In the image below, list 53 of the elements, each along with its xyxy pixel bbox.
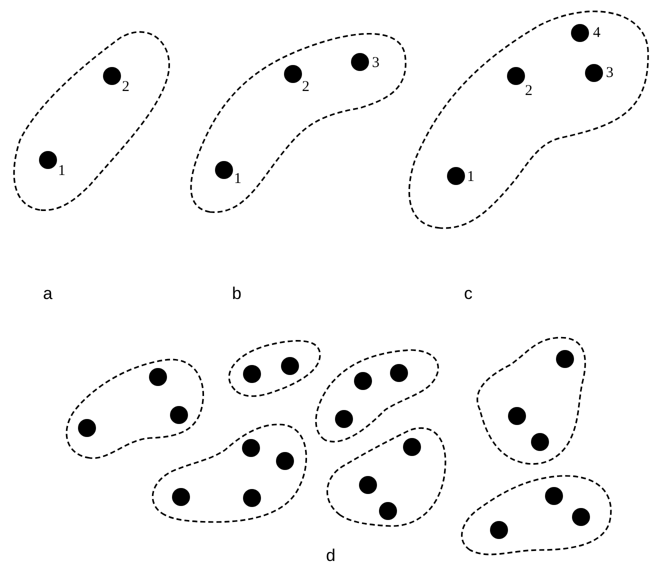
data-point (276, 452, 294, 470)
data-point (242, 439, 260, 457)
data-point (507, 67, 525, 85)
panel-letter: d (326, 547, 336, 564)
data-point (351, 53, 369, 71)
data-point (359, 476, 377, 494)
data-point (243, 489, 261, 507)
cluster-outline (66, 358, 204, 459)
cluster-outline (315, 349, 439, 442)
point-number: 1 (234, 172, 242, 187)
data-point (149, 368, 167, 386)
data-point (490, 521, 508, 539)
point-number: 1 (58, 164, 66, 179)
data-point (556, 350, 574, 368)
cluster-outline (13, 31, 170, 212)
point-number: 4 (593, 26, 600, 41)
data-point (78, 419, 96, 437)
data-point (531, 433, 549, 451)
data-point (447, 167, 465, 185)
data-point (545, 487, 563, 505)
point-number: 2 (122, 80, 130, 95)
data-point (354, 372, 372, 390)
panel-letter: b (232, 285, 242, 302)
data-point (243, 365, 261, 383)
data-point (508, 407, 526, 425)
cluster-outline (228, 340, 321, 397)
cluster-outline (152, 424, 307, 523)
data-point (172, 488, 190, 506)
data-point (170, 406, 188, 424)
data-point (215, 161, 233, 179)
data-point (379, 502, 397, 520)
cluster-outline (408, 10, 649, 229)
data-point (103, 67, 121, 85)
data-point (284, 65, 302, 83)
cluster-outline (476, 336, 586, 465)
data-point (572, 508, 590, 526)
data-point (281, 357, 299, 375)
data-point (571, 24, 589, 42)
cluster-outline (190, 32, 406, 213)
cluster-outline (326, 427, 446, 527)
data-point (335, 410, 353, 428)
point-number: 1 (467, 170, 474, 185)
data-point (403, 438, 421, 456)
data-point (585, 64, 603, 82)
cluster-outline (461, 475, 612, 556)
point-number: 2 (302, 80, 310, 95)
data-point (390, 364, 408, 382)
data-point (39, 151, 57, 169)
panel-letter: c (464, 285, 472, 302)
point-number: 3 (372, 56, 380, 71)
point-number: 2 (525, 84, 532, 99)
panel-letter: a (43, 285, 52, 302)
point-number: 3 (606, 66, 614, 81)
